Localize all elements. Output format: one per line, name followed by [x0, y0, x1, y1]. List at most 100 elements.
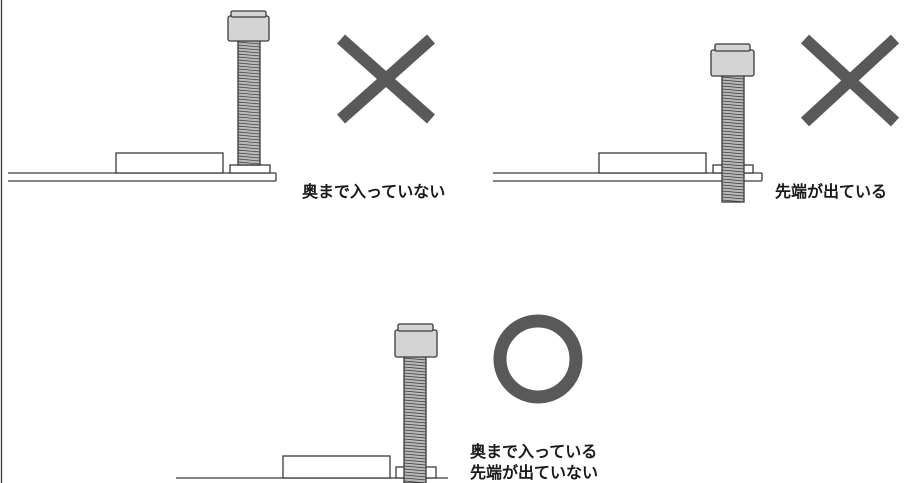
thread-line — [721, 178, 745, 182]
thread-line — [721, 124, 745, 128]
thread-line — [237, 140, 261, 144]
component-block — [115, 152, 224, 174]
thread-line — [721, 193, 745, 197]
thread-line — [403, 423, 427, 427]
thread-line — [721, 100, 745, 104]
panel-correct — [176, 314, 583, 483]
thread-line — [237, 158, 261, 162]
thread-line — [403, 465, 427, 469]
thread-line — [403, 381, 427, 385]
thread-line — [237, 161, 261, 165]
thread-line — [403, 399, 427, 403]
thread-line — [721, 88, 745, 92]
thread-line — [721, 106, 745, 110]
thread-line — [721, 196, 745, 200]
thread-line — [403, 432, 427, 436]
thread-line — [721, 97, 745, 101]
thread-line — [237, 68, 261, 72]
thread-line — [237, 59, 261, 63]
thread-line — [237, 65, 261, 69]
thread-line — [721, 121, 745, 125]
screw-head — [227, 15, 270, 42]
thread-line — [237, 41, 261, 45]
thread-line — [721, 115, 745, 119]
thread-line — [403, 408, 427, 412]
thread-line — [403, 360, 427, 364]
thread-line — [721, 181, 745, 185]
thread-line — [237, 152, 261, 156]
thread-line — [721, 199, 745, 203]
thread-line — [237, 74, 261, 78]
thread-line — [237, 101, 261, 105]
thread-line — [237, 86, 261, 90]
thread-line — [403, 390, 427, 394]
thread-line — [403, 471, 427, 475]
thread-line — [403, 405, 427, 409]
thread-line — [721, 136, 745, 140]
thread-line — [403, 450, 427, 454]
thread-line — [403, 417, 427, 421]
thread-line — [403, 396, 427, 400]
circuit-board — [8, 172, 277, 182]
thread-line — [721, 163, 745, 167]
thread-line — [237, 62, 261, 66]
thread-line — [403, 429, 427, 433]
screw — [710, 43, 755, 203]
thread-line — [721, 151, 745, 155]
thread-line — [237, 128, 261, 132]
thread-line — [237, 83, 261, 87]
thread-line — [721, 139, 745, 143]
thread-line — [721, 127, 745, 131]
thread-line — [237, 95, 261, 99]
thread-line — [403, 369, 427, 373]
thread-line — [403, 402, 427, 406]
thread-line — [721, 154, 745, 158]
thread-line — [403, 438, 427, 442]
thread-line — [237, 149, 261, 153]
thread-line — [721, 172, 745, 176]
thread-line — [237, 122, 261, 126]
thread-line — [721, 133, 745, 137]
screw-head — [394, 329, 438, 358]
thread-line — [237, 110, 261, 114]
thread-line — [721, 160, 745, 164]
component-block — [282, 455, 391, 479]
thread-line — [403, 420, 427, 424]
thread-line — [237, 146, 261, 150]
thread-line — [237, 47, 261, 51]
washer — [229, 164, 271, 174]
thread-line — [403, 462, 427, 466]
thread-line — [403, 453, 427, 457]
thread-line — [237, 134, 261, 138]
thread-line — [721, 169, 745, 173]
thread-line — [721, 94, 745, 98]
cross-icon — [800, 34, 900, 127]
thread-line — [237, 137, 261, 141]
screw — [394, 323, 438, 483]
caption-not-fully-inserted: 奥まで入っていない — [302, 182, 446, 201]
thread-line — [403, 411, 427, 415]
thread-line — [237, 119, 261, 123]
thread-line — [403, 441, 427, 445]
panel-tip-protruding — [493, 34, 900, 203]
thread-line — [403, 372, 427, 376]
thread-line — [237, 53, 261, 57]
thread-line — [403, 474, 427, 478]
thread-line — [403, 378, 427, 382]
thread-line — [403, 384, 427, 388]
thread-line — [237, 116, 261, 120]
thread-line — [237, 107, 261, 111]
screw — [227, 10, 270, 166]
caption-correct-line-1: 奥まで入っている — [470, 442, 598, 461]
thread-line — [721, 142, 745, 146]
thread-line — [403, 426, 427, 430]
thread-line — [403, 459, 427, 463]
thread-line — [403, 414, 427, 418]
thread-lines — [721, 76, 745, 203]
thread-line — [721, 166, 745, 170]
cross-icon — [337, 34, 435, 124]
caption-correct-line-2: 先端が出ていない — [470, 463, 599, 482]
thread-line — [403, 456, 427, 460]
thread-line — [403, 387, 427, 391]
